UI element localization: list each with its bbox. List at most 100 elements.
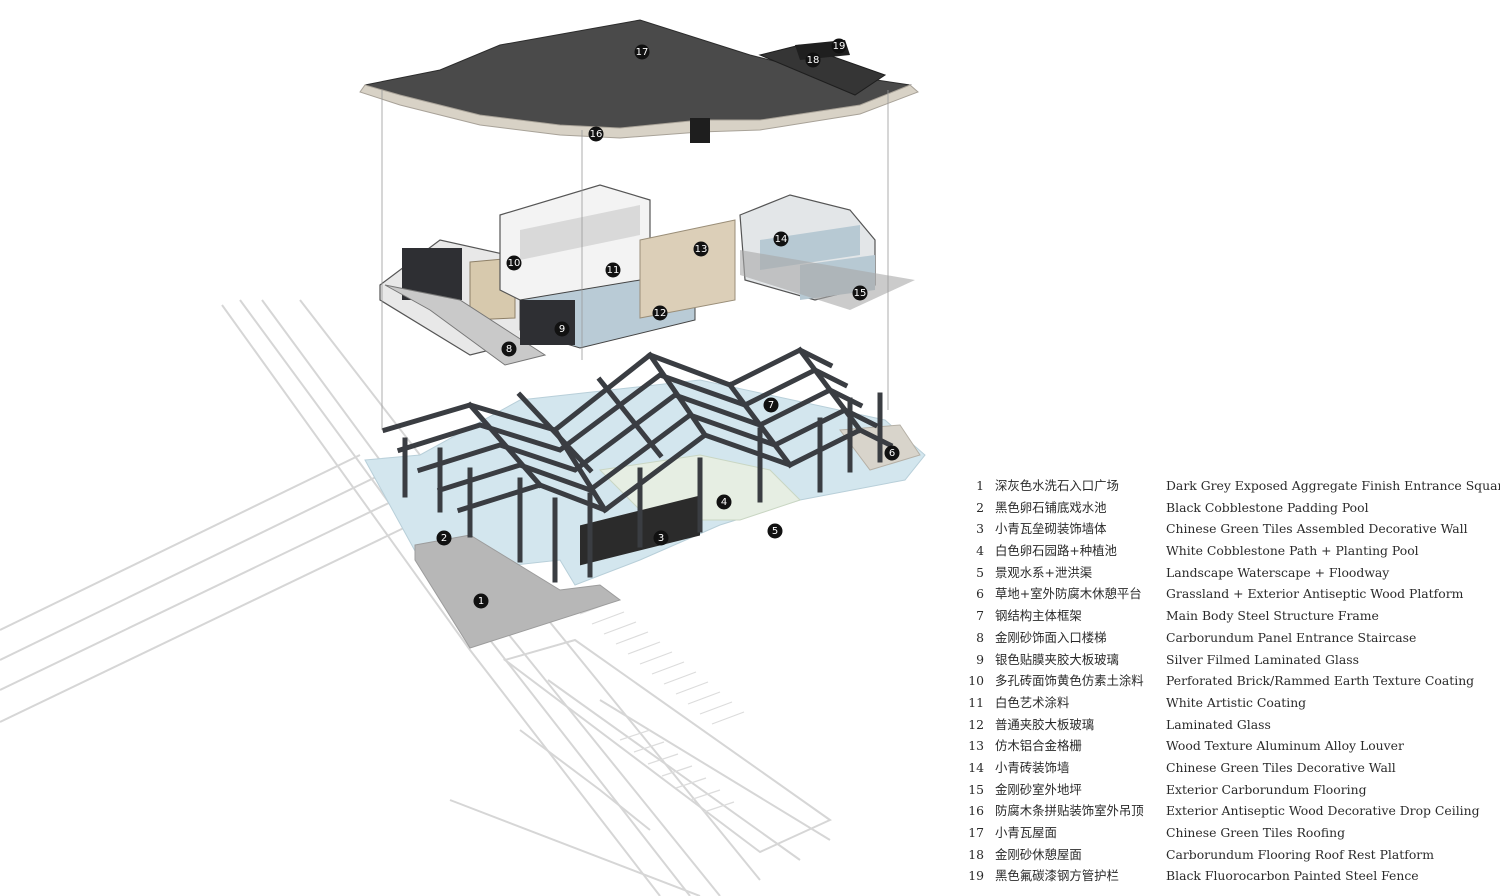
legend-chinese-label: 深灰色水洗石入口广场: [995, 478, 1119, 493]
marker-9: 9: [554, 321, 570, 337]
marker-circle: [473, 593, 489, 609]
legend-row: 1 深灰色水洗石入口广场 Dark Grey Exposed Aggregate F…: [962, 475, 1500, 497]
marker-number: 7: [768, 400, 774, 411]
legend-chinese-label: 金刚砂饰面入口楼梯: [995, 629, 1107, 645]
legend-number: 3: [976, 521, 984, 537]
legend-english-label: Chinese Green Tiles Assembled Decorative…: [1166, 521, 1468, 537]
marker-number: 5: [772, 526, 778, 537]
marker-circle: [653, 530, 669, 546]
marker-number: 11: [607, 265, 620, 276]
marker-number: 18: [807, 55, 820, 66]
legend-chinese-label: 小青瓦垒砌装饰墙体: [995, 521, 1107, 537]
marker-circle: [588, 126, 604, 142]
legend-english-label: Carborundum Panel Entrance Staircase: [1166, 629, 1417, 645]
marker-10: 10: [506, 255, 522, 271]
legend-chinese-label: 普通夹胶大板玻璃: [995, 716, 1095, 732]
legend-row: 3 小青瓦垒砌装饰墙体 Chinese Green Tiles Assembled …: [962, 518, 1492, 540]
material-legend: 1 深灰色水洗石入口广场 Dark Grey Exposed Aggregate F…: [962, 475, 1500, 887]
legend-row: 12 普通夹胶大板玻璃 Laminated Glass: [962, 714, 1492, 736]
roof-terrace: [758, 44, 887, 96]
legend-chinese-label: 仿木铝合金格栅: [995, 738, 1082, 754]
legend-number: 8: [976, 629, 984, 645]
legend-number: 18: [968, 846, 984, 862]
marker-number: 2: [441, 533, 447, 544]
marker-number: 4: [721, 497, 727, 508]
legend-chinese-label: 金刚砂休憩屋面: [995, 846, 1082, 862]
legend-chinese-label: 金刚砂室外地坪: [995, 781, 1082, 797]
legend-english-label: Exterior Antiseptic Wood Decorative Drop…: [1166, 803, 1480, 819]
marker-circle: [716, 494, 732, 510]
marker-circle: [506, 255, 522, 271]
legend-number: 6: [976, 586, 984, 602]
legend-number: 10: [968, 673, 984, 689]
legend-number: 19: [968, 868, 984, 884]
marker-number: 13: [695, 244, 708, 255]
marker-circle: [605, 262, 621, 278]
legend-english-label: Wood Texture Aluminum Alloy Louver: [1166, 738, 1404, 754]
marker-circle: [652, 305, 668, 321]
marker-circle: [501, 341, 517, 357]
marker-number: 6: [889, 448, 895, 459]
marker-5: 5: [767, 523, 783, 539]
marker-number: 17: [636, 47, 649, 58]
legend-chinese-label: 小青瓦屋面: [995, 825, 1057, 840]
legend-english-label: Exterior Carborundum Flooring: [1166, 781, 1367, 797]
marker-circle: [634, 44, 650, 60]
marker-circle: [831, 38, 847, 54]
legend-english-label: Landscape Waterscape + Floodway: [1166, 564, 1390, 580]
legend-number: 2: [976, 499, 984, 515]
legend-row: 14 小青砖装饰墙 Chinese Green Tiles Decorative W…: [962, 757, 1492, 779]
building-enclosure: [379, 184, 915, 366]
legend-number: 15: [968, 781, 984, 797]
legend-number: 1: [976, 478, 984, 493]
marker-15: 15: [852, 285, 868, 301]
explode-guide-lines: [381, 90, 889, 430]
legend-chinese-label: 银色贴膜夹胶大板玻璃: [995, 651, 1119, 667]
marker-number: 1: [478, 596, 484, 607]
legend-chinese-label: 黑色卵石铺底戏水池: [995, 499, 1107, 515]
marker-circle: [436, 530, 452, 546]
marker-number: 9: [559, 324, 565, 335]
marker-8: 8: [501, 341, 517, 357]
legend-english-label: Black Fluorocarbon Painted Steel Fence: [1166, 868, 1419, 884]
legend-chinese-label: 黑色氟碳漆钢方管护栏: [995, 868, 1119, 884]
legend-english-label: Silver Filmed Laminated Glass: [1166, 651, 1359, 667]
marker-number: 3: [658, 533, 664, 544]
marker-circle: [805, 52, 821, 68]
marker-number: 16: [590, 129, 603, 140]
marker-1: 1: [473, 593, 489, 609]
legend-english-label: Dark Grey Exposed Aggregate Finish Entra…: [1166, 478, 1500, 493]
marker-circle: [693, 241, 709, 257]
marker-number: 8: [506, 344, 512, 355]
legend-english-label: Chinese Green Tiles Decorative Wall: [1166, 759, 1396, 775]
legend-row: 15 金刚砂室外地坪 Exterior Carborundum Flooring: [962, 779, 1492, 801]
marker-4: 4: [716, 494, 732, 510]
legend-english-label: Laminated Glass: [1166, 716, 1271, 732]
legend-number: 14: [968, 759, 984, 775]
legend-chinese-label: 小青砖装饰墙: [995, 759, 1070, 775]
entrance-paving: [414, 534, 622, 649]
legend-english-label: White Artistic Coating: [1166, 694, 1307, 710]
marker-19: 19: [831, 38, 847, 54]
marker-number: 10: [508, 258, 521, 269]
roof-level: [359, 19, 919, 143]
legend-number: 11: [968, 694, 984, 710]
marker-17: 17: [634, 44, 650, 60]
legend-chinese-label: 景观水系+泄洪渠: [995, 564, 1093, 580]
legend-english-label: White Cobblestone Path + Planting Pool: [1166, 543, 1419, 559]
legend-chinese-label: 防腐木条拼贴装饰室外吊顶: [995, 803, 1144, 819]
steel-structure-frame: [381, 346, 894, 583]
marker-number: 12: [654, 308, 667, 319]
marker-12: 12: [652, 305, 668, 321]
legend-number: 12: [968, 716, 984, 732]
marker-3: 3: [653, 530, 669, 546]
marker-18: 18: [805, 52, 821, 68]
legend-chinese-label: 草地+室外防腐木休憩平台: [995, 586, 1142, 602]
